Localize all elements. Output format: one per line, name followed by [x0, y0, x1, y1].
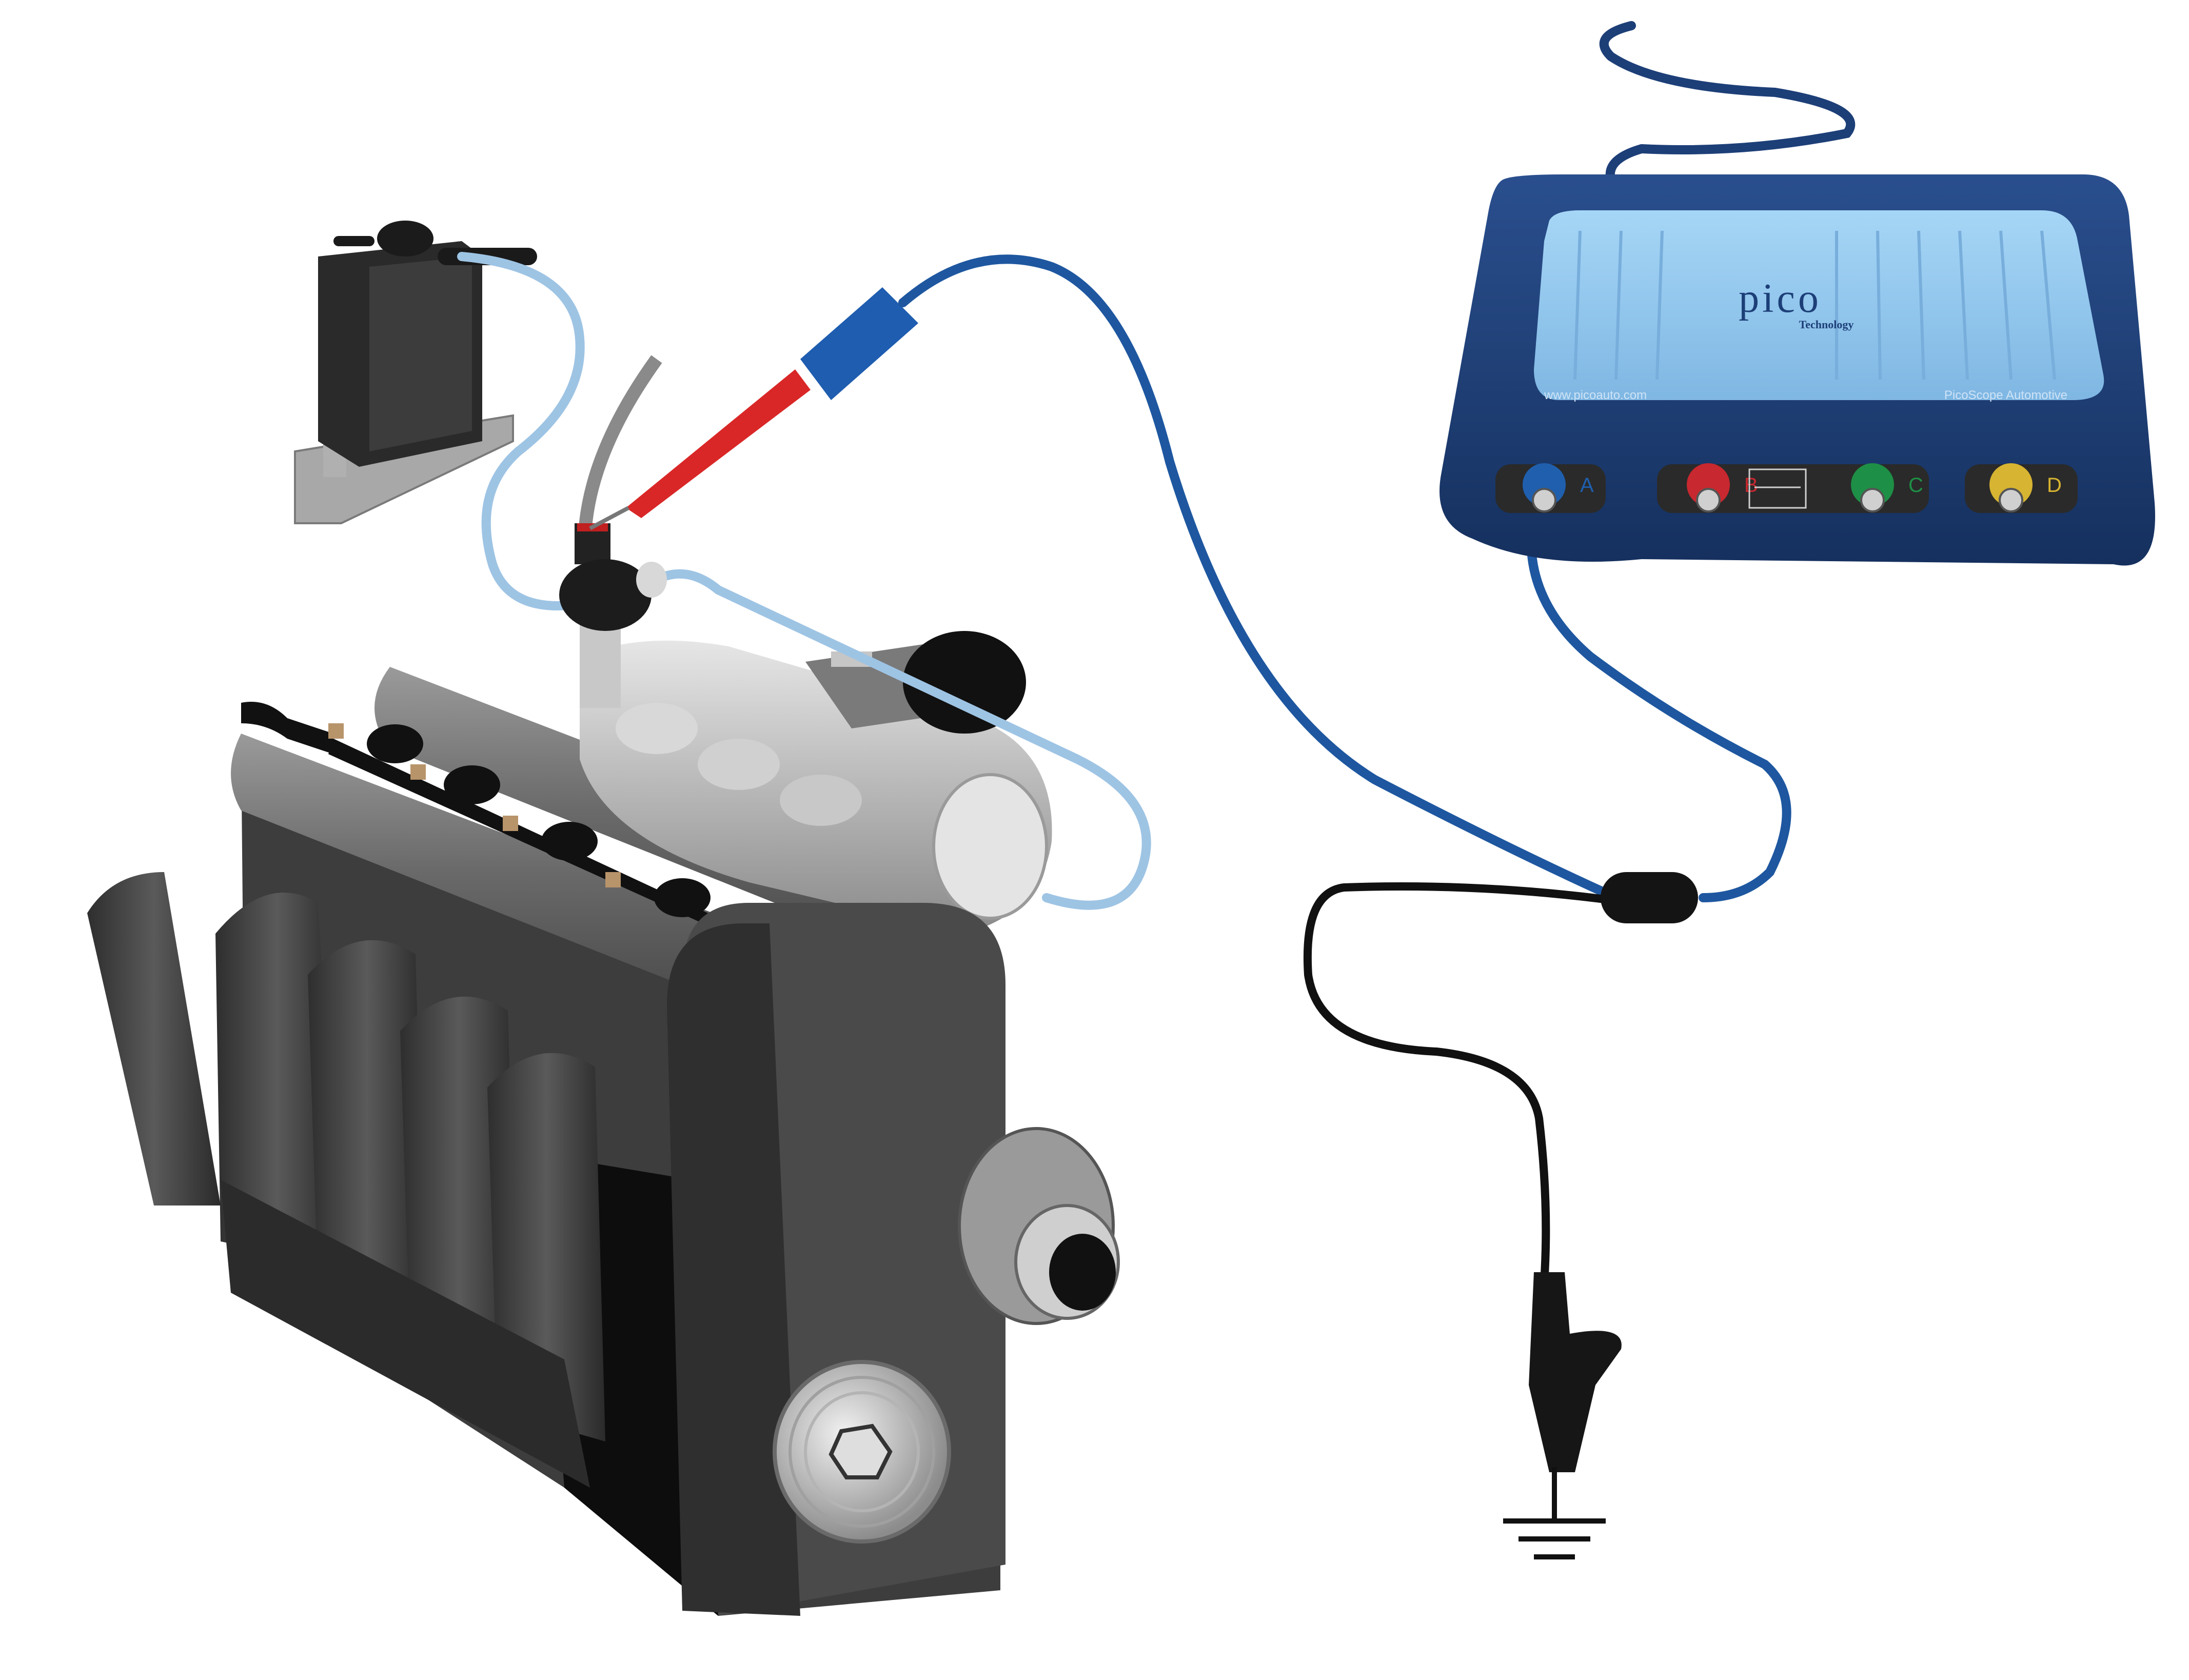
channel-d-label: D	[2047, 474, 2062, 497]
channel-c-label: C	[1908, 474, 1923, 497]
bnc-connector[interactable]	[1999, 488, 2023, 512]
ground-cable	[1303, 882, 1635, 1287]
channel-c-input[interactable]: C	[1851, 463, 1923, 512]
sensor-harness-grey	[578, 355, 662, 534]
sensor-port	[636, 562, 667, 598]
model-label: PicoScope Automotive	[1944, 388, 2067, 402]
test-probe	[589, 287, 918, 530]
usb-cable	[1599, 21, 1856, 184]
ground-lead	[1303, 872, 1698, 1559]
plenum-end-cap	[932, 773, 1048, 920]
scope-cable-a	[1526, 508, 1791, 902]
vacuum-pump	[294, 221, 537, 524]
bnc-connector[interactable]	[1860, 488, 1885, 512]
channel-b-input[interactable]: B	[1687, 463, 1758, 512]
brand-subtitle: Technology	[1799, 318, 1854, 331]
plenum-runner-3	[780, 775, 862, 826]
probe-tip-needle	[589, 506, 629, 530]
hex-bolt-icon	[829, 1424, 893, 1479]
exhaust-manifold	[87, 872, 605, 1488]
crocodile-clip	[1529, 1272, 1622, 1472]
vacuum-hose-sensor-to-plenum	[652, 569, 1151, 910]
channel-b-label: B	[1744, 474, 1758, 497]
probe-cables	[898, 21, 1856, 902]
throttle-body	[805, 631, 1026, 734]
crank-pulley	[773, 1360, 951, 1544]
website-label: www.picoauto.com	[1544, 388, 1647, 402]
vacuum-hose-pump-to-sensor	[457, 252, 585, 610]
ignition-coils	[241, 702, 711, 923]
probe-handle	[800, 287, 918, 400]
pressure-sensor	[559, 355, 670, 708]
bnc-connector[interactable]	[1696, 488, 1721, 512]
picoscope-unit: pico Technology www.picoauto.com PicoSco…	[1439, 174, 2155, 566]
cylinder-head	[231, 734, 740, 1005]
ground-symbol-icon	[1503, 1518, 1606, 1559]
probe-tip	[626, 369, 811, 518]
scope-warning-panel	[1748, 468, 1807, 509]
channel-d-input[interactable]: D	[1989, 463, 2062, 512]
pump-top-cap	[377, 221, 433, 256]
channel-a-input[interactable]: A	[1523, 463, 1594, 512]
timing-cover-face	[667, 923, 800, 1616]
plenum-runner-2	[698, 739, 780, 790]
sensor-harness-white	[591, 362, 670, 535]
sensor-body	[559, 559, 652, 631]
vacuum-hoses	[457, 252, 1151, 910]
probe-cable-to-splitter	[898, 254, 1621, 902]
cable-splitter	[1601, 872, 1698, 923]
channel-connectors: A B C D	[1523, 463, 2062, 512]
bnc-connector[interactable]	[1532, 488, 1556, 512]
plenum-runner-1	[616, 703, 698, 754]
engine	[87, 631, 1120, 1616]
channel-a-label: A	[1580, 474, 1594, 497]
scope-panel-ribs	[1573, 230, 2056, 380]
pump-grille	[369, 256, 472, 451]
alternator	[958, 1127, 1120, 1325]
brand-logo: pico	[1739, 276, 1822, 321]
